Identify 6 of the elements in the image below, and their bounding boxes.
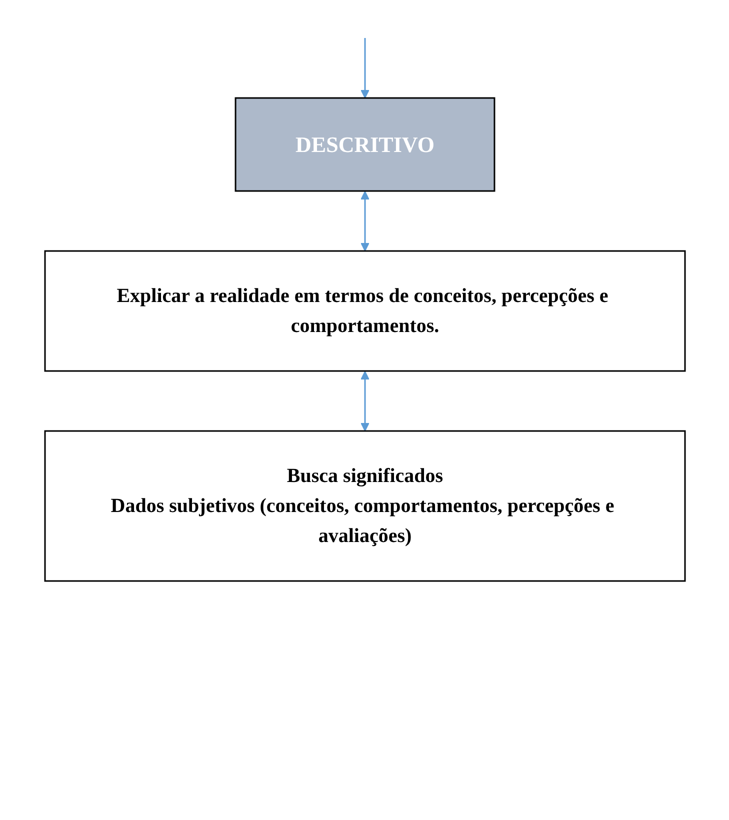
node-box: DESCRITIVO (234, 97, 495, 192)
node-box: Explicar a realidade em termos de conceitos, percepções e comportamentos. (44, 250, 686, 372)
arrow (360, 38, 369, 98)
arrow (360, 371, 369, 432)
arrow (360, 191, 369, 252)
node-box: Busca significados Dados subjetivos (conceitos, comportamentos, percepções e avaliações) (44, 430, 686, 582)
